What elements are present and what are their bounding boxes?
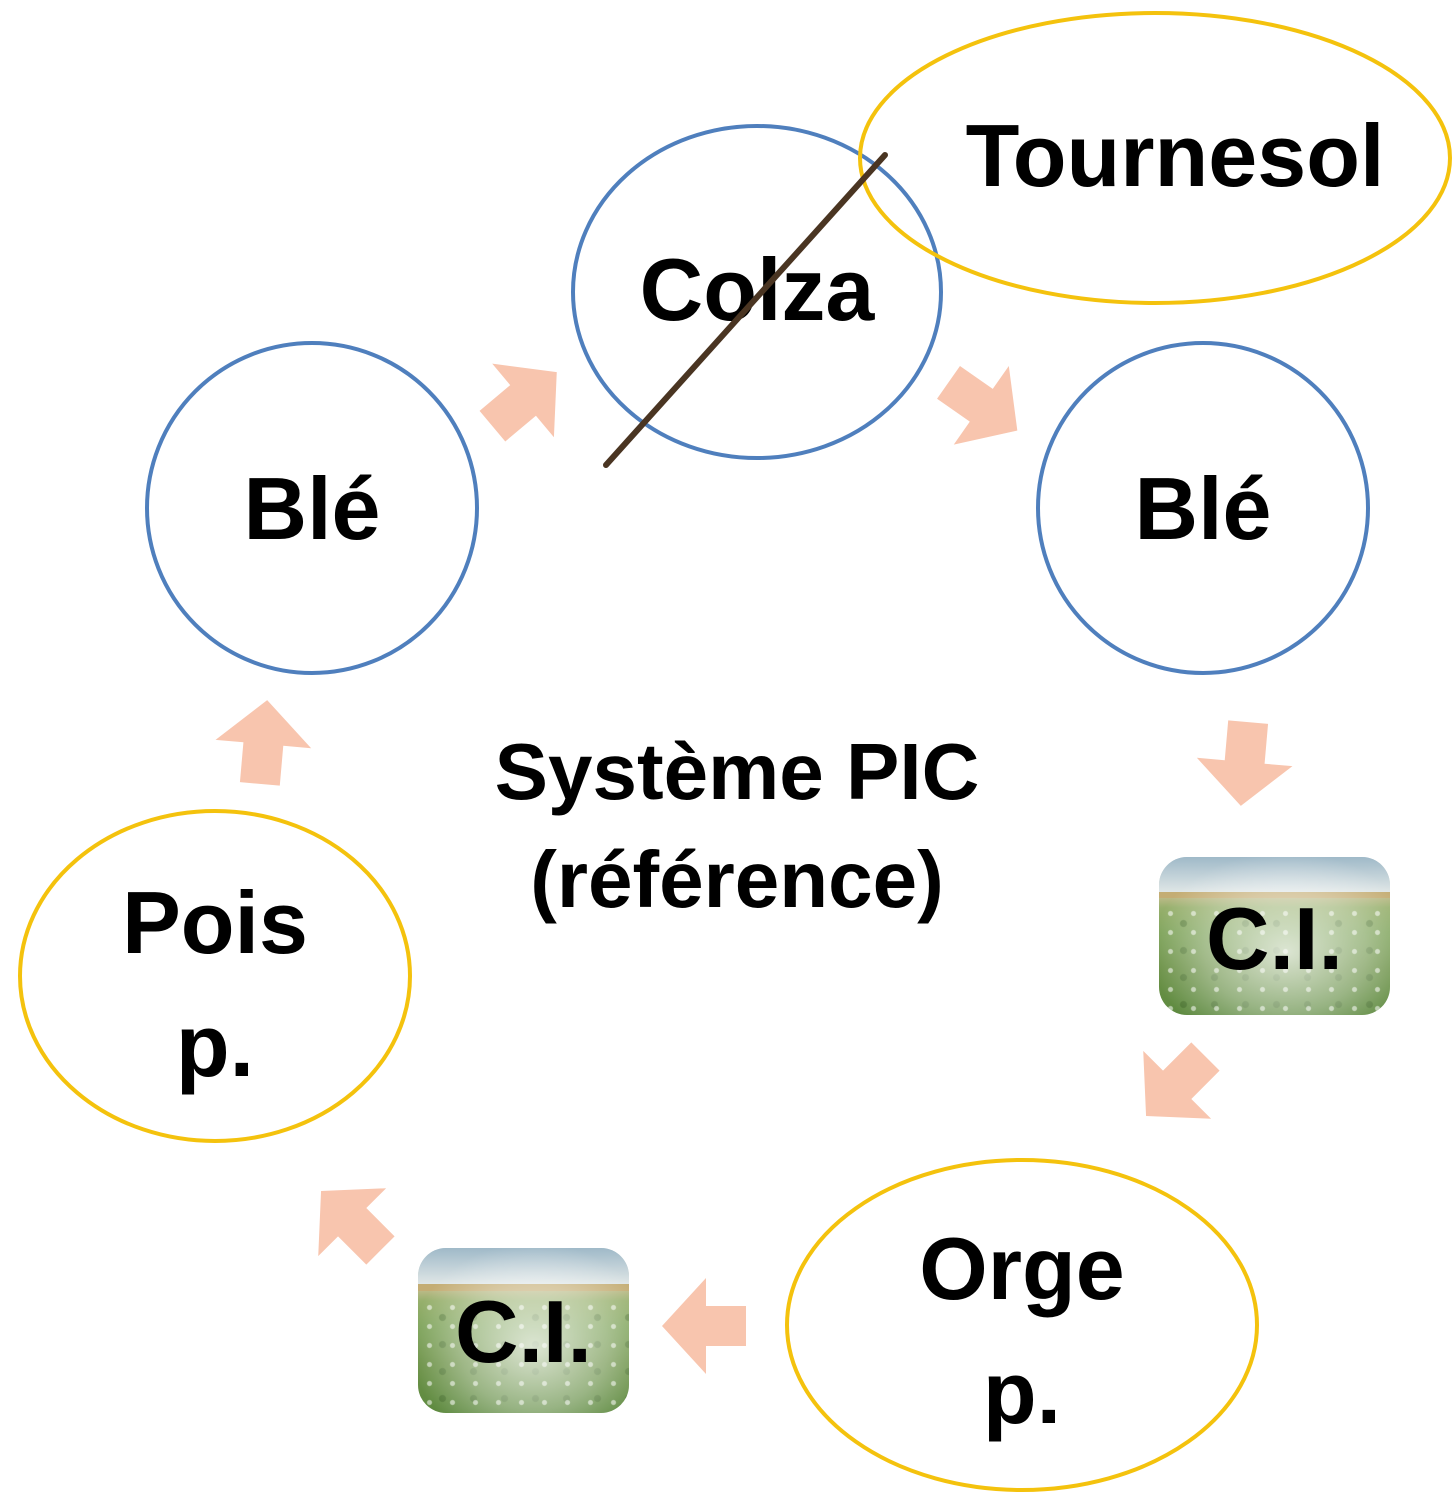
circle-ble-right — [1036, 341, 1370, 675]
label-pois-line2: p. — [175, 996, 255, 1095]
arrow-ci-to-pois — [318, 1188, 395, 1265]
label-tournesol: Tournesol — [965, 106, 1385, 205]
label-orge-line1: Orge — [919, 1219, 1125, 1318]
label-ci-bottom: C.I. — [455, 1282, 592, 1381]
photo-ci-right: C.I. — [1159, 857, 1390, 1015]
label-orge-line2: p. — [982, 1343, 1062, 1442]
center-title-line1: Système PIC — [494, 727, 980, 816]
ellipse-pois — [18, 809, 412, 1143]
ellipse-orge — [785, 1158, 1259, 1492]
circle-ble-left — [145, 341, 479, 675]
label-colza: Colza — [639, 240, 875, 339]
label-pois-line1: Pois — [122, 873, 308, 972]
arrow-pois-to-ble — [215, 700, 312, 786]
arrow-orge-to-ci — [662, 1278, 746, 1374]
photo-ci-bottom: C.I. — [418, 1248, 629, 1413]
arrow-colza-to-ble — [937, 365, 1018, 445]
label-ci-right: C.I. — [1206, 889, 1343, 988]
arrow-ble-to-ci — [1196, 720, 1293, 806]
arrow-ci-to-orge — [1143, 1042, 1220, 1119]
label-ble-left: Blé — [243, 459, 381, 558]
label-ble-right: Blé — [1134, 459, 1272, 558]
arrow-ble-to-colza — [479, 363, 557, 442]
center-title-line2: (référence) — [530, 835, 944, 924]
